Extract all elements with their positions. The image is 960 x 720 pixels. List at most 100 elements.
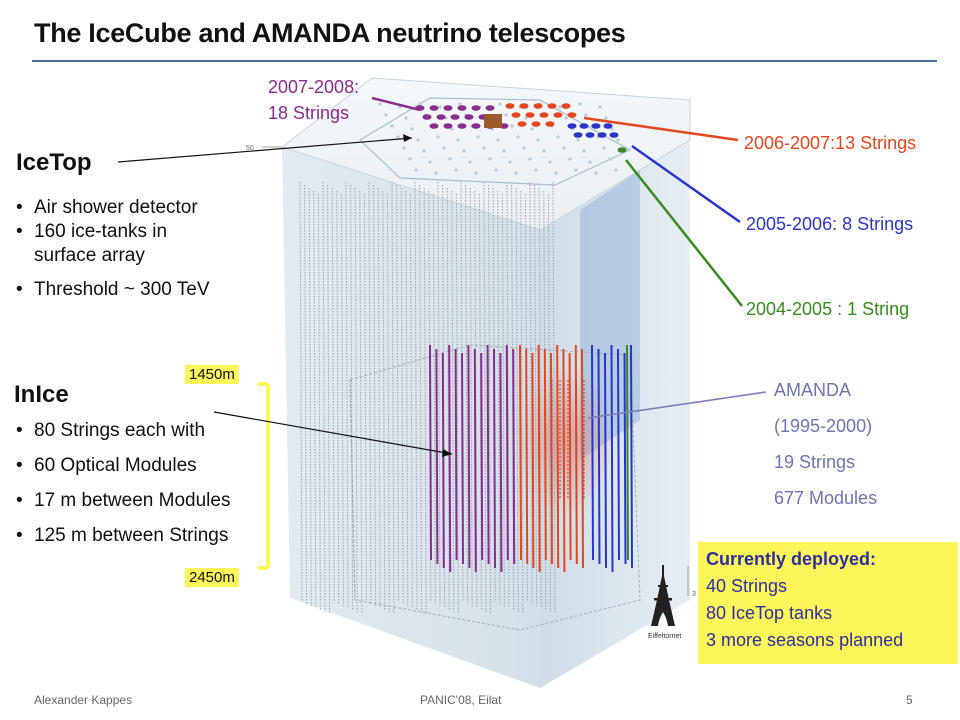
surface-2006 <box>517 121 527 127</box>
surface-2006 <box>539 112 549 118</box>
string-2007 <box>480 352 484 561</box>
detector-string <box>552 181 556 615</box>
detector-string <box>396 184 400 603</box>
icetop-bullets: Air shower detector 160 ice-tanks in sur… <box>14 196 210 302</box>
currently-deployed-box: Currently deployed: 40 Strings 80 IceTop… <box>698 542 958 664</box>
inice-bullet: 17 m between Modules <box>14 489 230 513</box>
arrow-2007 <box>371 96 421 112</box>
string-2007 <box>467 344 471 569</box>
inice-bullet: 80 Strings each with <box>14 419 230 443</box>
detector-string <box>538 187 542 609</box>
inice-bullets: 80 Strings each with 60 Optical Modules … <box>14 419 230 548</box>
footer-page-number: 5 <box>906 693 913 707</box>
icetop-heading: IceTop <box>16 149 92 176</box>
detector-string <box>405 190 409 607</box>
string-2005 <box>623 352 627 565</box>
string-2006 <box>568 352 572 561</box>
surface-2007 <box>457 123 467 129</box>
detector-string <box>345 181 349 609</box>
surface-2005 <box>573 132 583 138</box>
string-2006 <box>543 348 547 561</box>
detector-string <box>414 181 418 611</box>
detector-string <box>419 184 423 613</box>
surface-2007 <box>429 105 439 111</box>
detector-string <box>391 181 395 615</box>
surface-2006 <box>525 112 535 118</box>
detector-string <box>409 193 413 609</box>
detector-string <box>400 187 404 605</box>
footer-author: Alexander Kappes <box>34 693 133 707</box>
surface-2006 <box>505 103 515 109</box>
string-2006 <box>537 344 541 573</box>
detector-string <box>478 193 482 611</box>
deep-detector-edge <box>349 379 356 601</box>
string-2006 <box>550 352 553 565</box>
icetop-bullet: Air shower detector <box>14 196 210 220</box>
string-2007 <box>499 352 503 573</box>
amanda-label: AMANDA (1995-2000) 19 Strings 677 Module… <box>774 380 878 508</box>
surface-2006 <box>567 112 577 118</box>
surface-2006 <box>545 121 555 127</box>
season-surface-markers <box>415 103 627 153</box>
string-2006 <box>531 352 535 569</box>
string-2005 <box>617 348 620 561</box>
surface-2005 <box>609 132 619 138</box>
detector-string <box>488 184 492 615</box>
string-2006 <box>525 348 529 565</box>
surface-2004 <box>617 147 627 153</box>
surface-2007 <box>422 114 432 120</box>
detector-string <box>382 190 386 611</box>
surface-2006 <box>533 103 543 109</box>
surface-2007 <box>471 105 481 111</box>
detector-string <box>446 187 450 611</box>
depth-bottom-label: 2450m <box>185 568 239 587</box>
surface-2006 <box>531 121 541 127</box>
string-2005 <box>630 344 633 569</box>
surface-2005 <box>597 132 607 138</box>
inice-arrow <box>213 411 453 455</box>
surface-2007 <box>436 114 446 120</box>
string-2005 <box>597 348 601 565</box>
string-2007 <box>448 344 452 573</box>
surface-2005 <box>591 123 601 129</box>
icetop-bullet: Threshold ~ 300 TeV <box>14 278 210 302</box>
detector-string <box>547 193 551 613</box>
arrow-amanda <box>587 391 767 419</box>
detector-string <box>308 187 312 607</box>
surface-hexagon <box>359 97 632 186</box>
surface-2005 <box>585 132 595 138</box>
string-2007 <box>486 344 490 565</box>
ice-block-top-face <box>280 77 691 231</box>
detector-string <box>465 184 469 605</box>
surface-2007 <box>485 105 495 111</box>
icetop-arrow <box>117 137 413 163</box>
surface-2005 <box>603 123 613 129</box>
string-2007 <box>461 352 464 565</box>
detector-string <box>317 193 321 611</box>
detector-string <box>368 181 372 605</box>
string-2007 <box>435 348 439 565</box>
string-2007 <box>473 348 477 573</box>
deployed-title: Currently deployed: <box>706 549 877 569</box>
string-2006 <box>556 344 560 569</box>
detector-string <box>322 181 326 613</box>
detector-string <box>377 187 381 609</box>
season-2005-label: 2005-2006: 8 Strings <box>746 214 914 234</box>
string-2005 <box>610 344 614 573</box>
string-2007 <box>454 348 458 561</box>
surface-2007 <box>450 114 460 120</box>
surface-2006 <box>511 112 521 118</box>
detector-string <box>529 181 533 605</box>
detector-string <box>455 193 459 615</box>
string-2007 <box>512 348 516 565</box>
detector-string <box>534 184 538 607</box>
scale-label-right: 3 <box>692 591 696 598</box>
string-2007 <box>441 352 445 569</box>
detector-string <box>483 181 487 613</box>
eiffel-label: Eiffeltornet <box>648 633 681 640</box>
detector-string <box>386 193 390 613</box>
string-2005 <box>604 352 607 569</box>
amanda-glow <box>517 365 613 515</box>
icetop-bullet: 160 ice-tanks in <box>14 220 210 244</box>
